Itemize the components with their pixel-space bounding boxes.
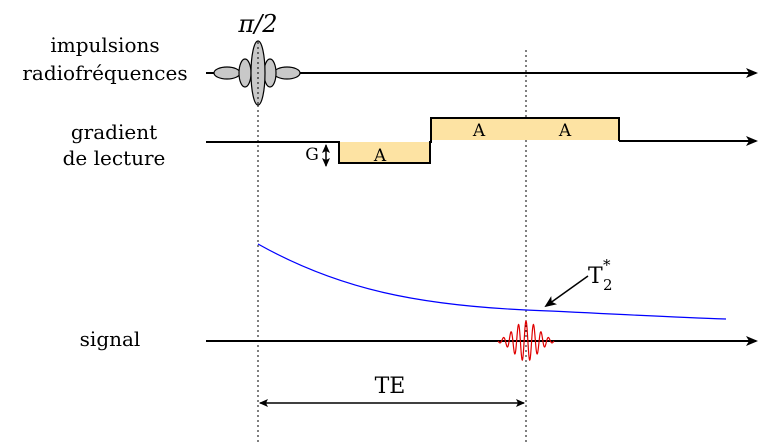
area-label-readout-first: A (472, 121, 486, 141)
area-label-readout-second: A (558, 121, 572, 141)
gradient-label-line2: de lecture (63, 146, 166, 170)
rf-pulse (213, 40, 301, 106)
t2star-label-main: T (588, 264, 603, 289)
t2star-annotation: T 2 * (544, 256, 613, 308)
echo-time-label: TE (375, 374, 406, 399)
gradient-amplitude-label: G (305, 145, 319, 165)
t2star-label-superscript: * (603, 256, 611, 274)
pulse-angle-label: π/2 (237, 10, 277, 38)
gradient-dephasing-lobe (339, 142, 430, 163)
pulses-label-line2: radiofréquences (22, 61, 187, 85)
pulse-lobe-right-outer (273, 66, 301, 80)
t2star-decay-curve (257, 243, 727, 320)
gradient-waveform (206, 117, 620, 164)
t2star-pointer-arrow (544, 275, 589, 308)
readout-gradient (206, 117, 758, 164)
area-label-dephasing: A (373, 146, 387, 166)
pulse-lobe-left-outer (213, 66, 241, 80)
pulse-lobe-left-inner (238, 58, 252, 88)
gradient-echo-signal (497, 319, 555, 362)
pulses-label-line1: impulsions (50, 33, 159, 57)
t2star-label-subscript: 2 (603, 276, 613, 294)
pulse-lobe-right-inner (263, 58, 277, 88)
gradient-label-line1: gradient (71, 120, 157, 144)
gradient-readout-lobe (431, 118, 619, 140)
signal-label: signal (80, 327, 141, 351)
